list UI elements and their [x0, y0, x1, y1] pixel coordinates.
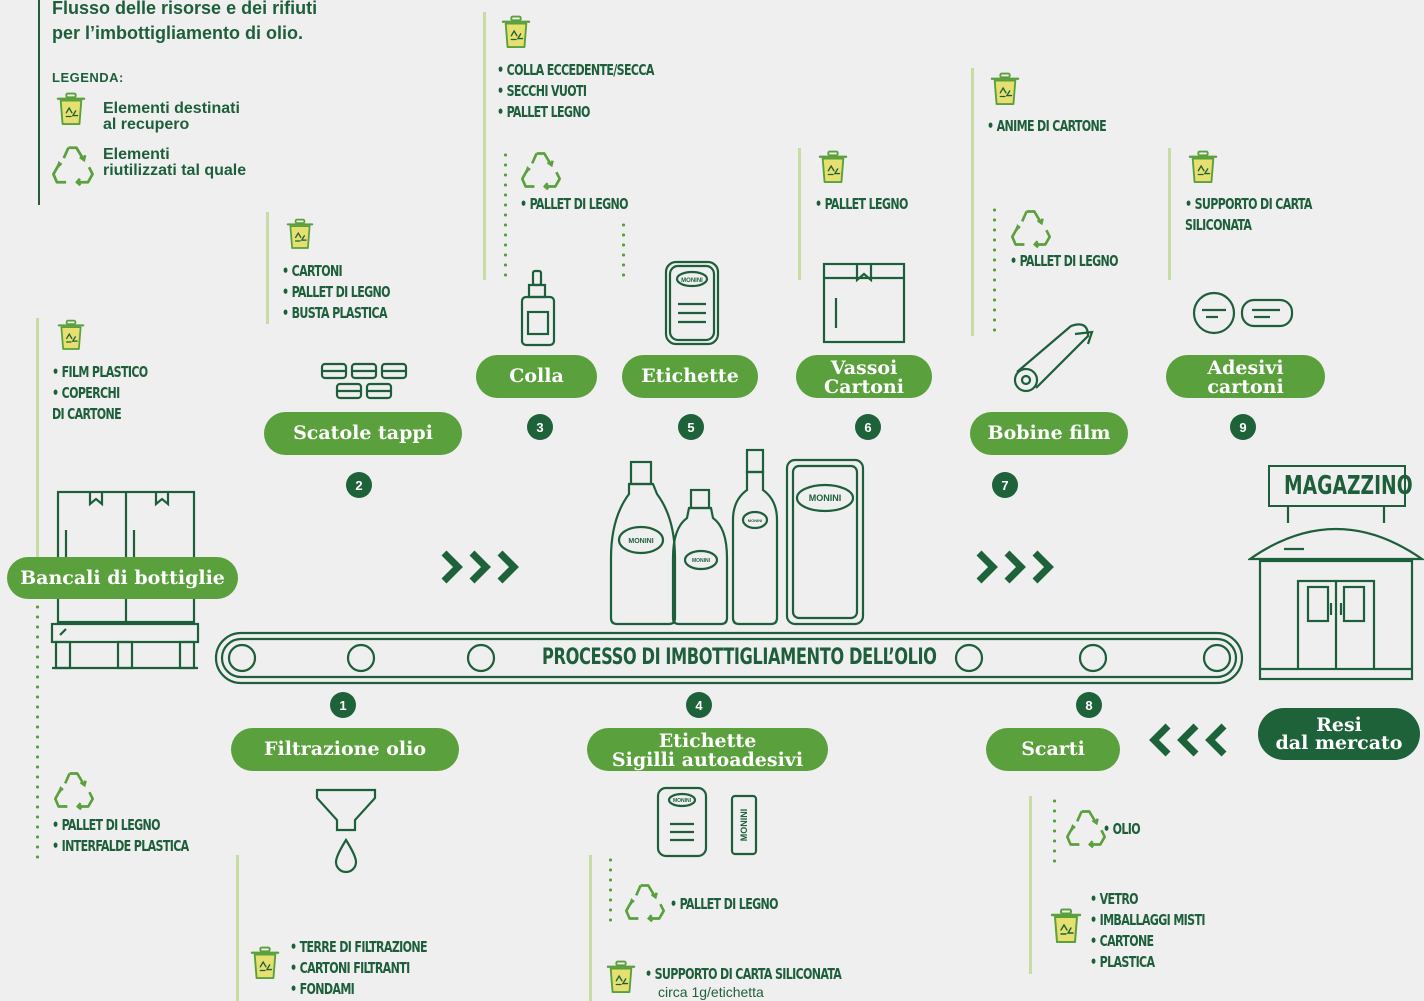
labels-seals-icon: MONINI MONINI [656, 786, 758, 858]
flow-dots [1053, 796, 1056, 868]
step-2-pill: Scatole tappi [264, 412, 462, 455]
warehouse-icon [1248, 505, 1424, 681]
s4-note: circa 1g/etichetta [658, 984, 764, 1000]
step-6-number: 6 [855, 414, 881, 440]
recycle-bin-icon [57, 319, 85, 351]
step-4-number: 4 [686, 692, 712, 718]
flow-line [266, 212, 269, 324]
s4-reuse-list: • PALLET DI LEGNO [670, 895, 779, 913]
s1-recover-list: • TERRE DI FILTRAZIONE• CARTONI FILTRANT… [290, 938, 428, 998]
recycle-bin-icon [1050, 908, 1082, 944]
flow-line [483, 12, 486, 280]
s7-recover-list: • ANIME DI CARTONE [987, 117, 1107, 135]
flow-dots [622, 220, 625, 282]
legend-divider [38, 0, 40, 205]
s4-recover-list: • SUPPORTO DI CARTA SILICONATA [645, 965, 842, 983]
flow-line [1029, 796, 1032, 974]
label-can-icon: MONINI [664, 260, 720, 346]
recycle-bin-icon [1188, 150, 1218, 184]
reuse-arrows-icon [518, 148, 564, 192]
svg-text:MONINI: MONINI [673, 798, 692, 804]
step-7-number: 7 [992, 472, 1018, 498]
s7-reuse-list: • PALLET DI LEGNO [1010, 252, 1119, 270]
reuse-arrows-icon [50, 142, 96, 188]
svg-text:MONINI: MONINI [809, 493, 842, 503]
flow-line [1168, 148, 1171, 280]
flow-dots [504, 150, 507, 280]
chevrons-left-icon [1149, 723, 1227, 757]
belt-label: PROCESSO DI IMBOTTIGLIAMENTO DELL’OLIO [542, 645, 937, 670]
pallet-icon [50, 490, 200, 670]
step-5-pill: Etichette [622, 355, 758, 398]
svg-text:MONINI: MONINI [739, 809, 749, 842]
step-9-number: 9 [1230, 414, 1256, 440]
bancali-reuse-list: • PALLET DI LEGNO• INTERFALDE PLASTICA [52, 816, 189, 855]
bottle-caps-icon [320, 362, 408, 400]
carton-box-icon [822, 262, 906, 344]
recycle-bin-icon [250, 946, 280, 980]
warehouse-label: MAGAZZINO [1284, 471, 1413, 501]
recycle-bin-icon [606, 960, 636, 994]
step-3-number: 3 [527, 414, 553, 440]
step-1-pill: Filtrazione olio [231, 728, 459, 771]
s2-recover-list: • CARTONI• PALLET DI LEGNO• BUSTA PLASTI… [282, 262, 391, 322]
chevrons-right-icon [976, 550, 1054, 584]
conveyor-belt [214, 631, 1244, 685]
reuse-arrows-icon [50, 768, 98, 812]
reuse-arrows-icon [1008, 206, 1054, 250]
glue-bottle-icon [520, 269, 556, 347]
svg-text:MONINI: MONINI [628, 538, 653, 545]
step-1-number: 1 [330, 692, 356, 718]
s3-reuse-list: • PALLET DI LEGNO [520, 195, 629, 213]
recycle-bin-icon [56, 92, 86, 126]
svg-text:MONINI: MONINI [681, 278, 703, 284]
step-8-pill: Scarti [986, 728, 1120, 771]
flow-line [589, 855, 592, 1001]
legend-heading: LEGENDA: [52, 70, 124, 85]
bancali-recover-list: • FILM PLASTICO• COPERCHI DI CARTONE [52, 363, 148, 423]
adhesive-labels-icon [1192, 291, 1294, 335]
flow-line [36, 318, 39, 560]
svg-text:MONINI: MONINI [748, 518, 762, 523]
flow-line [798, 148, 801, 280]
flow-dots [993, 205, 996, 337]
svg-text:MONINI: MONINI [692, 558, 711, 564]
funnel-icon [315, 788, 377, 874]
step-bancali-pill: Bancali di bottiglie [7, 557, 238, 599]
s9-recover-list: • SUPPORTO DI CARTA SILICONATA [1185, 195, 1312, 234]
step-2-number: 2 [346, 472, 372, 498]
s8-reuse-list: • OLIO [1103, 820, 1141, 838]
recycle-bin-icon [990, 72, 1020, 106]
film-roll-icon [1013, 323, 1094, 393]
s3-recover-list: • COLLA ECCEDENTE/SECCA• SECCHI VUOTI• P… [497, 61, 654, 121]
flow-dots [36, 602, 39, 860]
step-5-number: 5 [678, 414, 704, 440]
recycle-bin-icon [818, 150, 848, 184]
step-7-pill: Bobine film [970, 412, 1128, 455]
step-8-number: 8 [1076, 692, 1102, 718]
chevrons-right-icon [441, 550, 519, 584]
s8-recover-list: • VETRO• IMBALLAGGI MISTI• CARTONE• PLAS… [1090, 890, 1205, 971]
flow-line [971, 68, 974, 336]
warehouse-sign [1268, 465, 1406, 507]
recycle-bin-icon [501, 15, 531, 49]
step-3-pill: Colla [476, 355, 597, 398]
reuse-arrows-icon [622, 880, 668, 924]
flow-line [236, 855, 239, 1001]
bottles-illustration: MONINI MONINI MONINI MONINI [609, 448, 865, 626]
recycle-bin-icon [286, 218, 314, 250]
s6-recover-list: • PALLET LEGNO [815, 195, 908, 213]
flow-dots [609, 855, 612, 925]
